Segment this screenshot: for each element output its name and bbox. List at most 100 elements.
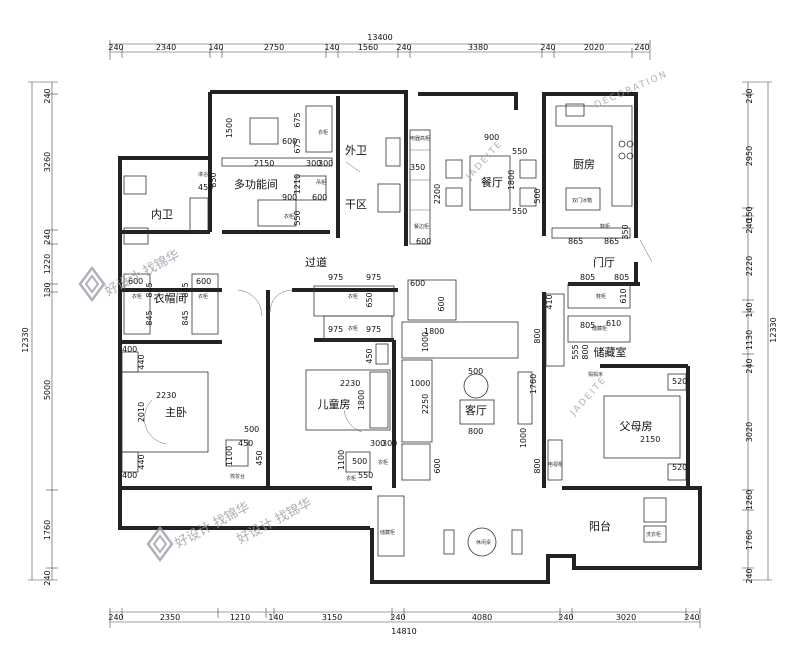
top-dim-1: 2340 — [156, 43, 176, 52]
num-n865b: 865 — [604, 237, 619, 246]
num-n900a: 900 — [484, 133, 499, 142]
wardrobe-label-1: 衣柜 — [318, 129, 328, 136]
num-n400b: 400 — [122, 471, 137, 480]
num-n300b: 300 — [318, 159, 333, 168]
num-n440a: 440 — [137, 354, 146, 369]
num-n410: 410 — [545, 294, 554, 309]
corridor-label: 过道 — [305, 255, 327, 269]
num-n800d: 800 — [533, 458, 542, 473]
num-n1800b: 1800 — [424, 327, 444, 336]
num-n2010: 2010 — [137, 402, 146, 422]
num-n1760: 1760 — [529, 374, 538, 394]
right-total-dim: 12330 — [769, 317, 778, 342]
right-dim-0: 240 — [745, 88, 754, 103]
parents-room-label: 父母房 — [620, 420, 653, 433]
right-dim-4: 2220 — [745, 256, 754, 276]
right-dim-10: 1760 — [745, 530, 754, 550]
top-dim-6: 240 — [396, 43, 411, 52]
multi-room-label: 多功能间 — [234, 177, 278, 191]
furniture-labels: 衣柜 吊柜 衣柜 电器高柜 餐边柜 鞋柜 双门冰箱 淋浴 衣柜 衣柜 衣柜 衣柜… — [132, 129, 661, 546]
num-n1000c: 1000 — [519, 428, 528, 448]
tatami-label: 榻榻米 — [588, 371, 603, 378]
num-n555: 555 — [571, 344, 580, 359]
top-dim-3: 2750 — [264, 43, 284, 52]
balcony-label: 阳台 — [589, 519, 611, 533]
tv-cabinet-label: 电视柜 — [548, 461, 563, 468]
dressing-table-label: 梳妆台 — [230, 473, 245, 480]
entrance-label: 门厅 — [593, 255, 615, 269]
num-n600g: 600 — [437, 296, 446, 311]
top-dimensions: 13400 240 2340 140 2750 140 1560 240 338… — [108, 33, 651, 60]
num-n350a: 350 — [410, 163, 425, 172]
bottom-dim-3: 140 — [268, 613, 283, 622]
room-labels: 厨房 餐厅 外卫 干区 多功能间 内卫 衣帽间 过道 门厅 储藏室 主卧 儿童房… — [151, 144, 653, 533]
num-n600b: 600 — [282, 137, 297, 146]
num-n900b: 900 — [282, 193, 297, 202]
num-n300c: 300 — [370, 439, 385, 448]
living-label: 客厅 — [465, 403, 487, 417]
num-n550c: 550 — [293, 210, 302, 225]
bottom-total-dim: 14810 — [391, 627, 416, 636]
num-n845d: 845 — [181, 310, 190, 325]
num-n1800a: 1800 — [507, 170, 516, 190]
right-dim-2: 150 — [745, 206, 754, 221]
bottom-dim-0: 240 — [108, 613, 123, 622]
num-n440b: 440 — [137, 454, 146, 469]
right-dim-9: 1260 — [745, 490, 754, 510]
num-n805c: 805 — [580, 321, 595, 330]
wardrobe-label-8: 衣柜 — [346, 475, 356, 482]
watermark-latin-2: JADEITE — [568, 375, 609, 419]
dry-area-label: 干区 — [345, 198, 367, 211]
dining-label: 餐厅 — [481, 175, 503, 189]
laundry-cabinet-label: 洗衣柜 — [646, 531, 661, 538]
bottom-dim-9: 240 — [684, 613, 699, 622]
num-n600h: 600 — [433, 458, 442, 473]
right-dim-11: 240 — [745, 568, 754, 583]
num-n845c: 845 — [181, 282, 190, 297]
right-dim-8: 3020 — [745, 422, 754, 442]
num-n300a: 300 — [306, 159, 321, 168]
wardrobe-label-5: 衣柜 — [348, 293, 358, 300]
num-n1000a: 1000 — [421, 332, 430, 352]
num-n2230a: 2230 — [156, 391, 176, 400]
inner-bath-label: 内卫 — [151, 207, 173, 221]
right-dim-7: 240 — [745, 358, 754, 373]
num-n850: 850 — [209, 172, 218, 187]
num-n600f: 600 — [410, 279, 425, 288]
appliance-cabinet-label: 电器高柜 — [410, 135, 430, 142]
top-dim-8: 240 — [540, 43, 555, 52]
left-dim-4: 130 — [43, 282, 52, 297]
num-n450b: 450 — [365, 348, 374, 363]
num-n500c: 500 — [468, 367, 483, 376]
top-dim-9: 2020 — [584, 43, 604, 52]
num-n1210: 1210 — [293, 174, 302, 194]
watermark-logo-icon-2 — [146, 525, 174, 563]
shoe-cabinet-label-1: 鞋柜 — [600, 223, 610, 230]
num-n845b: 845 — [145, 310, 154, 325]
double-fridge-label: 双门冰箱 — [572, 197, 592, 204]
num-n610b: 610 — [606, 319, 621, 328]
num-n450c: 450 — [238, 439, 253, 448]
sideboard-label: 餐边柜 — [414, 223, 429, 230]
num-n1100b: 1100 — [337, 450, 346, 470]
tea-table-label: 休闲桌 — [476, 539, 491, 546]
interior-numbers: 900 550 350 2200 1800 500 550 600 865 86… — [122, 112, 687, 480]
num-n2250: 2250 — [421, 394, 430, 414]
top-dim-0: 240 — [108, 43, 123, 52]
num-n975b: 975 — [366, 273, 381, 282]
top-dim-5: 1560 — [358, 43, 378, 52]
num-n550a: 550 — [512, 147, 527, 156]
num-n805a: 805 — [580, 273, 595, 282]
kitchen-label: 厨房 — [573, 158, 595, 171]
bottom-dim-2: 1210 — [230, 613, 250, 622]
right-dim-1: 2950 — [745, 146, 754, 166]
wardrobe-label-6: 衣柜 — [348, 325, 358, 332]
watermark-latin-3: DECORATION — [593, 69, 670, 110]
num-n800c: 800 — [468, 427, 483, 436]
wardrobe-label-7: 衣柜 — [378, 459, 388, 466]
num-n450a: 450 — [198, 183, 213, 192]
walkin-closet-label: 衣帽间 — [154, 291, 187, 305]
bottom-dim-8: 3020 — [616, 613, 636, 622]
master-bed-label: 主卧 — [165, 406, 187, 419]
wardrobe-label-3: 衣柜 — [132, 293, 142, 300]
